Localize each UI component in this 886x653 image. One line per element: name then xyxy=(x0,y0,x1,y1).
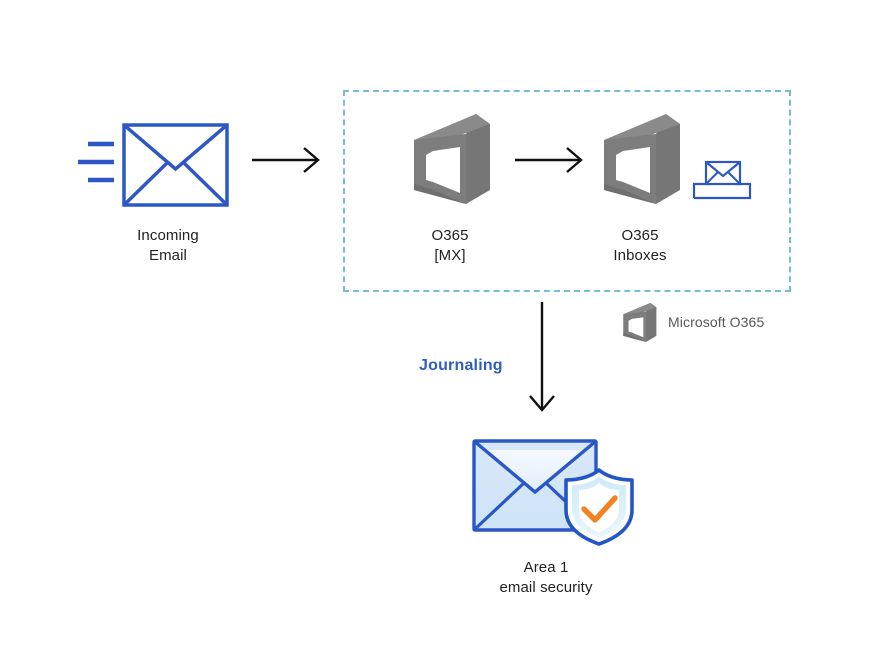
legend-label: Microsoft O365 xyxy=(668,314,765,330)
edge-inboxes-to-area1 xyxy=(522,302,564,420)
office-365-logo-icon xyxy=(604,114,680,204)
edge-mx-to-inboxes xyxy=(515,142,591,178)
o365-mx-label: O365 [MX] xyxy=(431,227,469,264)
edge-incoming-to-mx xyxy=(252,142,328,178)
office-365-logo-icon xyxy=(623,302,657,342)
incoming-email-label: Incoming Email xyxy=(137,227,199,264)
area1-label: Area 1 email security xyxy=(499,559,593,596)
journaling-edge-label: Journaling xyxy=(419,357,503,374)
legend-o365-icon-wrap xyxy=(619,301,659,343)
o365-inboxes-label: O365 Inboxes xyxy=(613,227,667,264)
incoming-email-node xyxy=(70,118,230,213)
envelope-with-shield-check-icon xyxy=(472,439,634,546)
envelope-icon xyxy=(122,123,229,207)
area1-node xyxy=(468,434,636,546)
inbox-tray-envelope-badge xyxy=(692,158,754,200)
o365-inboxes-node xyxy=(594,110,686,206)
o365-mx-node xyxy=(404,110,496,206)
envelope-with-motion-lines-icon xyxy=(78,123,229,207)
inbox-tray-envelope-icon xyxy=(692,160,752,200)
motion-lines-icon xyxy=(78,141,114,183)
shield-check-icon xyxy=(564,468,634,546)
check-icon xyxy=(581,495,618,523)
office-365-logo-icon xyxy=(414,114,490,204)
microsoft-o365-boundary-zone xyxy=(343,90,791,292)
